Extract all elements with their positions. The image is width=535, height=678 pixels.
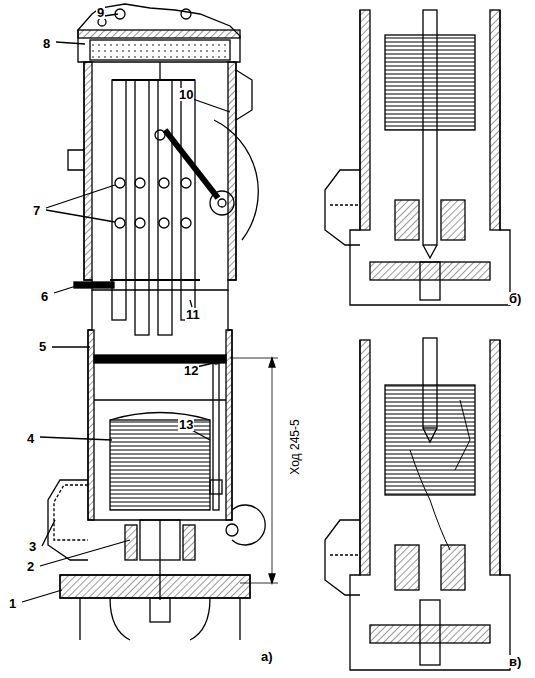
callout-number: 11 — [185, 308, 201, 321]
callout-number: 9 — [96, 6, 105, 19]
callout-number: 5 — [38, 340, 47, 353]
view-label: а) — [260, 650, 274, 663]
view-label: б) — [508, 292, 522, 305]
callout-number: 6 — [40, 290, 49, 303]
callout-number: 13 — [178, 418, 194, 431]
callout-number: 12 — [183, 364, 199, 377]
callout-number: 10 — [178, 88, 194, 101]
view-label: в) — [508, 655, 522, 668]
callout-number: 7 — [32, 204, 41, 217]
callout-number: 1 — [8, 597, 17, 610]
callout-number: 3 — [28, 540, 37, 553]
callout-number: 2 — [26, 560, 35, 573]
callout-number: 8 — [42, 37, 51, 50]
callout-number: 4 — [26, 432, 35, 445]
dimension-label: Ход 245-5 — [289, 419, 301, 476]
